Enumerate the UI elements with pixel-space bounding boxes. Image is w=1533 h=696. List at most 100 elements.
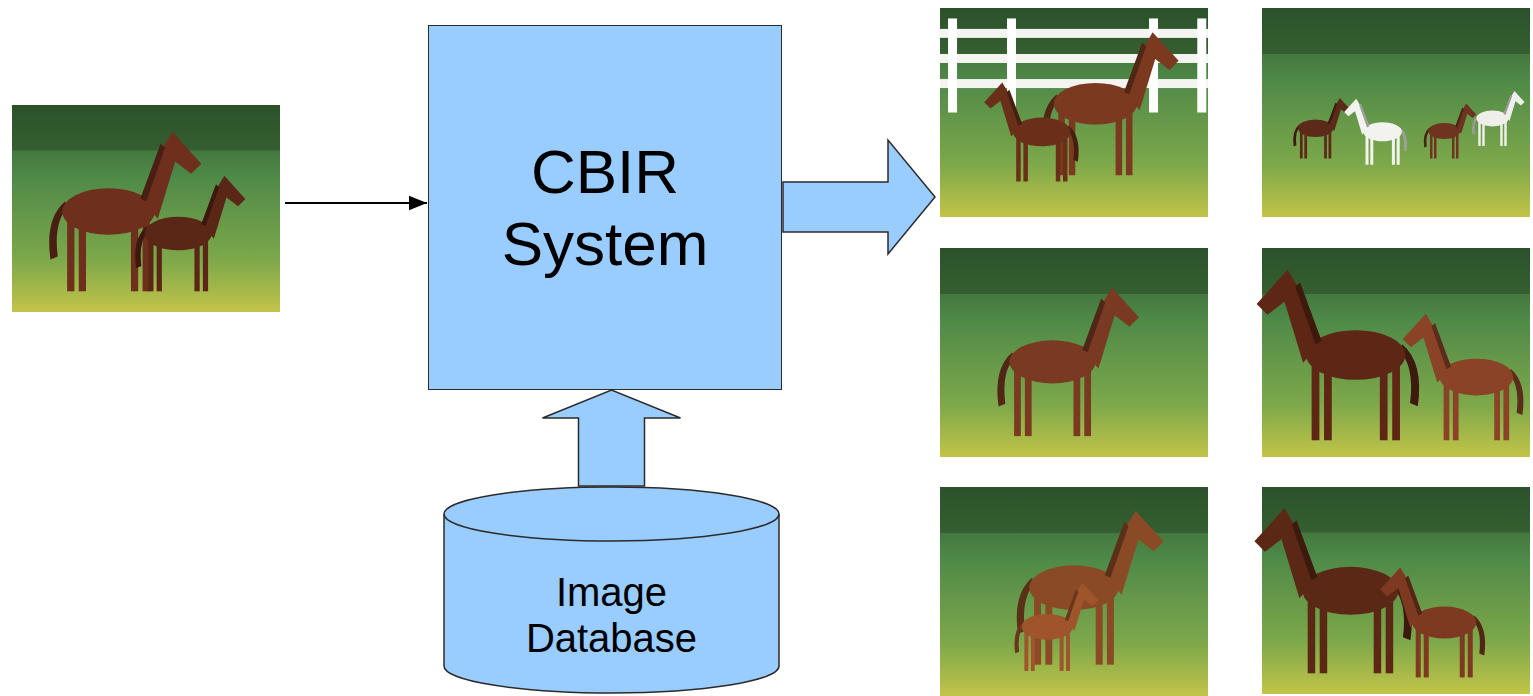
photo-background <box>940 248 1208 457</box>
horse-head <box>1254 508 1293 552</box>
horse-figure <box>1017 511 1164 665</box>
photo-treeline <box>1262 487 1530 533</box>
horse-figure <box>135 176 245 292</box>
output-block-arrow <box>783 140 935 254</box>
node-label: Image Database <box>502 569 722 661</box>
horse-mane <box>1082 298 1105 352</box>
horse-leg <box>1016 136 1021 181</box>
node-label: CBIR System <box>455 136 755 279</box>
photo-background <box>1262 248 1530 457</box>
horse-head <box>984 82 1007 108</box>
horse-figure <box>49 132 201 292</box>
horse-leg <box>1329 131 1332 159</box>
photo-treeline <box>940 248 1208 294</box>
horse-figure <box>997 288 1139 437</box>
horse-figure <box>1344 99 1407 165</box>
horse-body <box>1428 123 1460 139</box>
horse-mane <box>140 143 165 201</box>
horse-leg <box>1392 363 1400 441</box>
horse-mane <box>1124 43 1146 95</box>
horse-leg <box>1014 369 1021 437</box>
photo-treeline <box>940 487 1208 533</box>
horse-figure <box>1254 508 1411 673</box>
horse-leg <box>1397 135 1400 165</box>
horse-leg <box>1430 133 1433 158</box>
horse-body <box>1440 359 1514 396</box>
horse-mane <box>1405 575 1422 615</box>
horse-leg <box>1386 598 1394 673</box>
process-box: CBIR System <box>428 25 782 390</box>
horse-head <box>1511 91 1524 106</box>
horse-photo <box>1262 8 1530 217</box>
horse-figure <box>1014 583 1098 671</box>
input-arrow <box>285 202 427 204</box>
horse-body <box>1363 122 1401 141</box>
horse-mane <box>1065 589 1079 621</box>
horse-mane <box>1292 520 1318 580</box>
photo-background <box>12 105 280 312</box>
horse-photo <box>940 8 1208 217</box>
photo-treeline <box>940 8 1208 54</box>
horse-head <box>1344 99 1360 116</box>
horse-head <box>1078 583 1099 606</box>
photos <box>12 8 1530 696</box>
horse-figure <box>1403 314 1524 441</box>
horse-figure <box>984 82 1078 181</box>
horse-leg <box>1107 595 1114 665</box>
photo-background <box>1262 487 1530 694</box>
horse-figure <box>1380 567 1485 677</box>
cylinder-top-rim <box>444 514 779 541</box>
horse-photo <box>940 487 1208 696</box>
horse-head <box>1127 511 1163 552</box>
horse-mane <box>1503 95 1512 115</box>
horse-head <box>1257 270 1297 315</box>
horse-figure <box>1424 103 1476 158</box>
horse-leg <box>1478 121 1481 146</box>
horse-head <box>1104 288 1139 327</box>
horse-body <box>1022 614 1073 640</box>
horse-mane <box>1105 522 1129 578</box>
horse-head <box>1403 314 1433 347</box>
horse-leg <box>1416 627 1421 677</box>
horse-head <box>218 176 245 206</box>
horse-head <box>164 132 202 174</box>
photo-background <box>940 487 1208 696</box>
horse-leg <box>1366 135 1369 165</box>
horse-figure <box>1257 270 1420 441</box>
horse-leg <box>203 239 208 292</box>
horse-body <box>145 217 212 251</box>
horse-leg <box>1300 131 1303 159</box>
horse-mane <box>1295 282 1321 344</box>
horse-body <box>62 188 155 234</box>
block-arrow <box>543 390 681 486</box>
horse-figure <box>1042 32 1178 175</box>
horse-mane <box>1007 90 1022 126</box>
fence-rail <box>940 29 1208 38</box>
fence-post <box>948 18 957 112</box>
photo-background <box>940 8 1208 217</box>
horse-leg <box>1063 136 1068 181</box>
horse-mane <box>1359 104 1369 128</box>
horse-leg <box>1444 383 1450 441</box>
horse-head <box>1380 567 1406 596</box>
photo-treeline <box>1262 8 1530 54</box>
horse-head <box>1145 32 1179 70</box>
horse-photo <box>12 105 280 312</box>
horse-leg <box>148 239 153 292</box>
horse-leg <box>1308 598 1316 673</box>
horse-leg <box>1504 121 1507 146</box>
horse-photo <box>940 248 1208 457</box>
horse-body <box>1476 110 1508 126</box>
fence-post <box>1197 18 1206 112</box>
horse-body <box>1054 83 1137 125</box>
photo-background <box>1262 8 1530 217</box>
photo-treeline <box>12 105 280 151</box>
photo-treeline <box>1262 248 1530 294</box>
horse-head <box>1463 103 1476 118</box>
horse-leg <box>1126 110 1133 175</box>
horse-body <box>1306 330 1405 380</box>
horse-mane <box>201 184 219 226</box>
horse-leg <box>1456 133 1459 158</box>
horse-figure <box>1472 91 1524 146</box>
